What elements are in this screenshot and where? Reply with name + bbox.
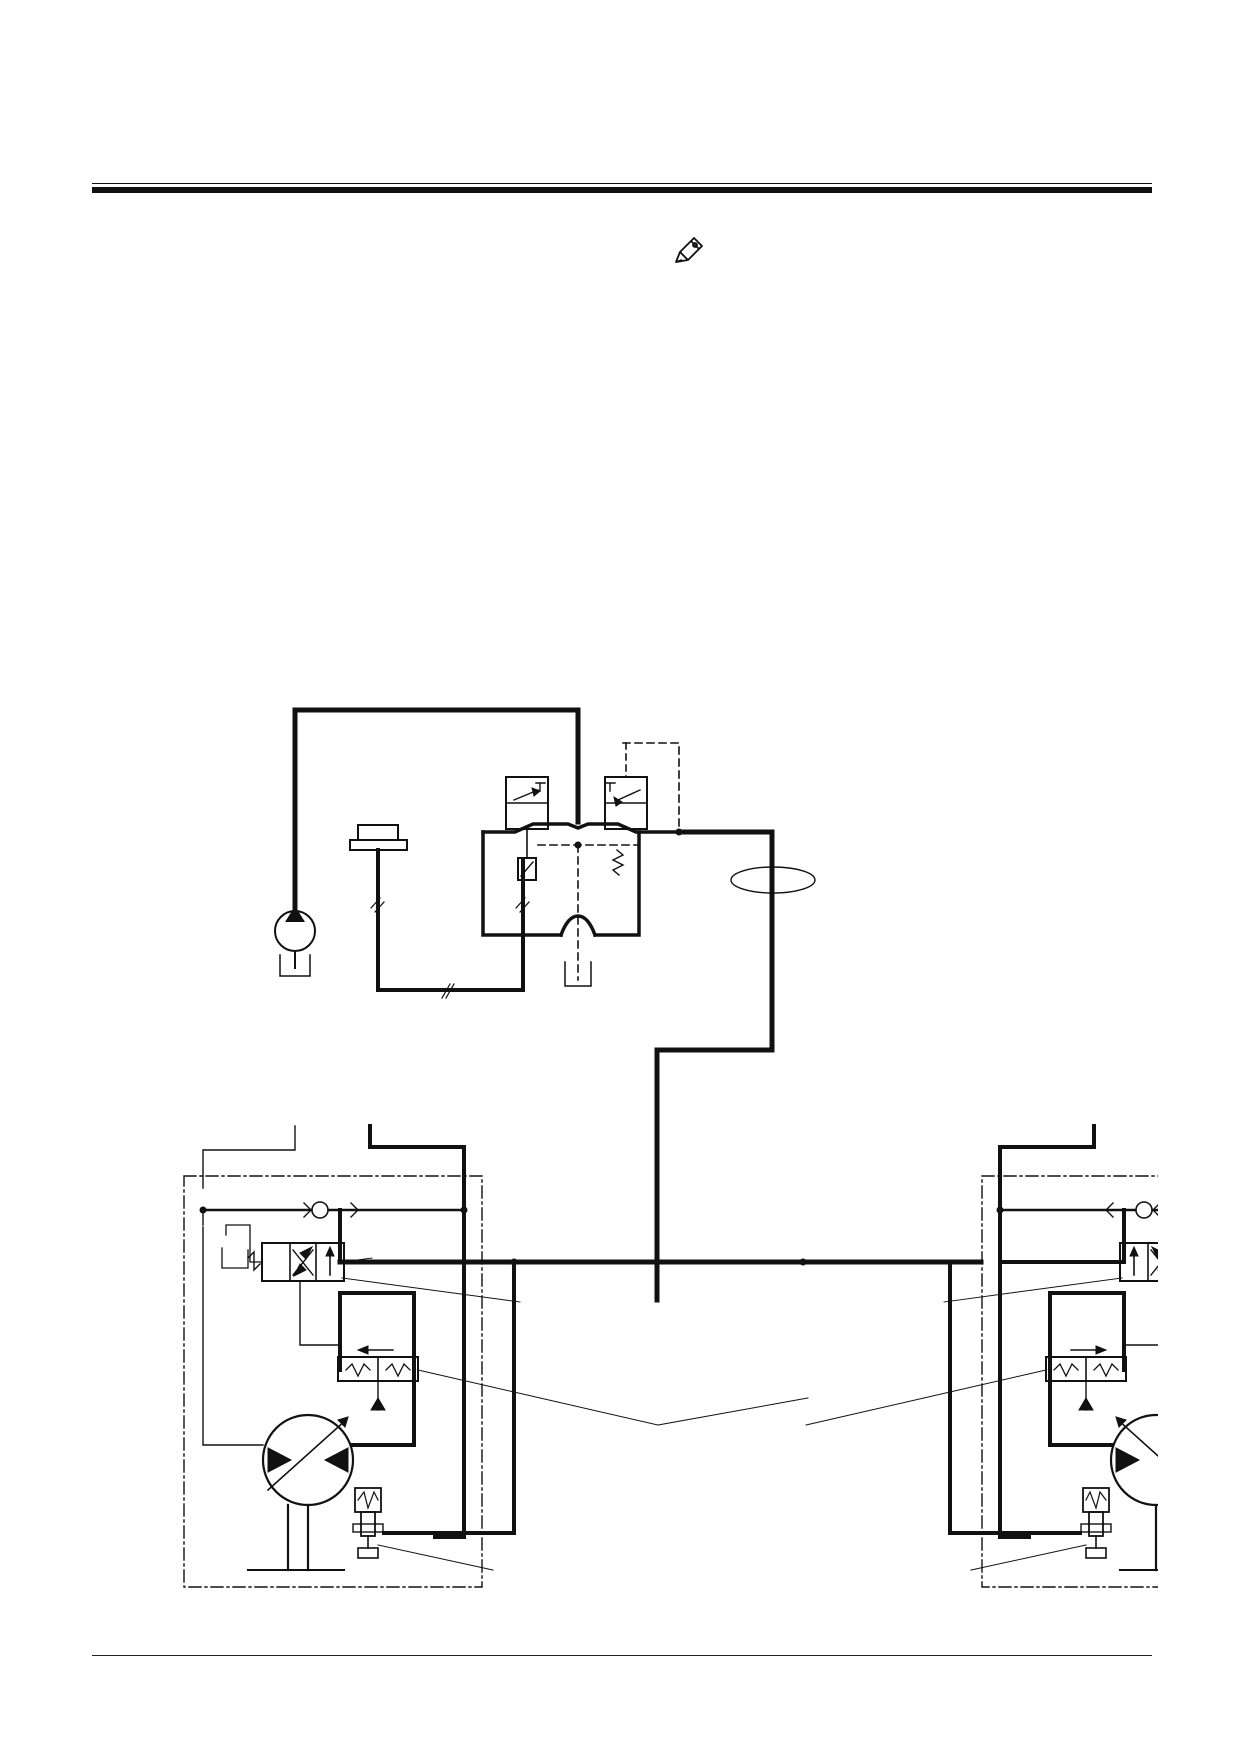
brake-cylinder-icon — [352, 1487, 384, 1559]
drain-tank-icon — [564, 961, 592, 987]
header-rule-thin — [92, 183, 1152, 184]
control-valve-icon — [247, 1242, 345, 1282]
hydraulic-motor-right-icon — [805, 1124, 1158, 1588]
switch-button-icon — [349, 824, 408, 851]
footer-rule — [92, 1655, 1152, 1656]
main-pressure-line — [654, 829, 775, 1303]
pump-supply-line — [292, 707, 581, 915]
line-marker-ellipse — [730, 866, 816, 894]
hydraulic-pump-icon — [274, 906, 316, 969]
solenoid-valve-icon — [505, 776, 549, 881]
pilot-valve-icon — [604, 742, 680, 876]
tank-icon — [279, 954, 311, 977]
valve-housing — [481, 830, 563, 937]
hydraulic-schematic — [183, 707, 1158, 1588]
header-rule — [92, 187, 1152, 193]
hydraulic-motor-left-icon — [183, 1124, 516, 1588]
shuttle-valve-icon — [311, 1201, 329, 1219]
electric-wire — [376, 848, 525, 992]
pencil-note-icon — [675, 237, 703, 263]
